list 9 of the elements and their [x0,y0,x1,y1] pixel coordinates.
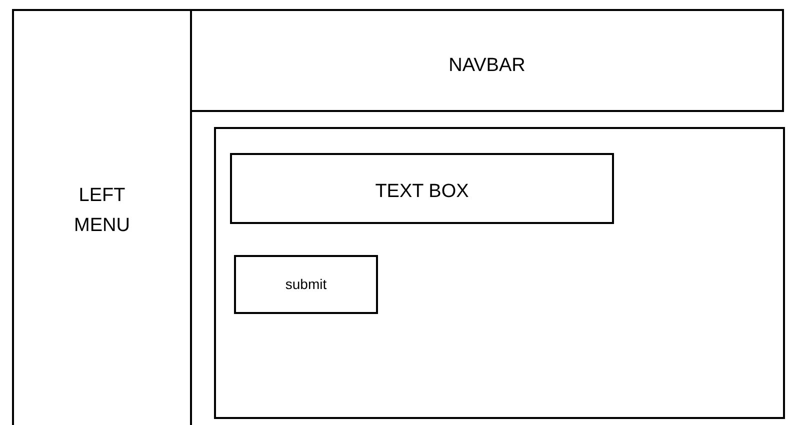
side-menu-panel [12,9,192,425]
panel-label: NAVBAR [448,54,526,78]
panel-label: submit [284,275,328,294]
panel-label: LEFT MENU [73,184,131,238]
navbar-panel [190,9,784,112]
text-box [230,153,614,224]
submit-button [234,255,378,314]
panel-label: TEXT BOX [374,180,470,204]
content-panel [214,127,785,419]
